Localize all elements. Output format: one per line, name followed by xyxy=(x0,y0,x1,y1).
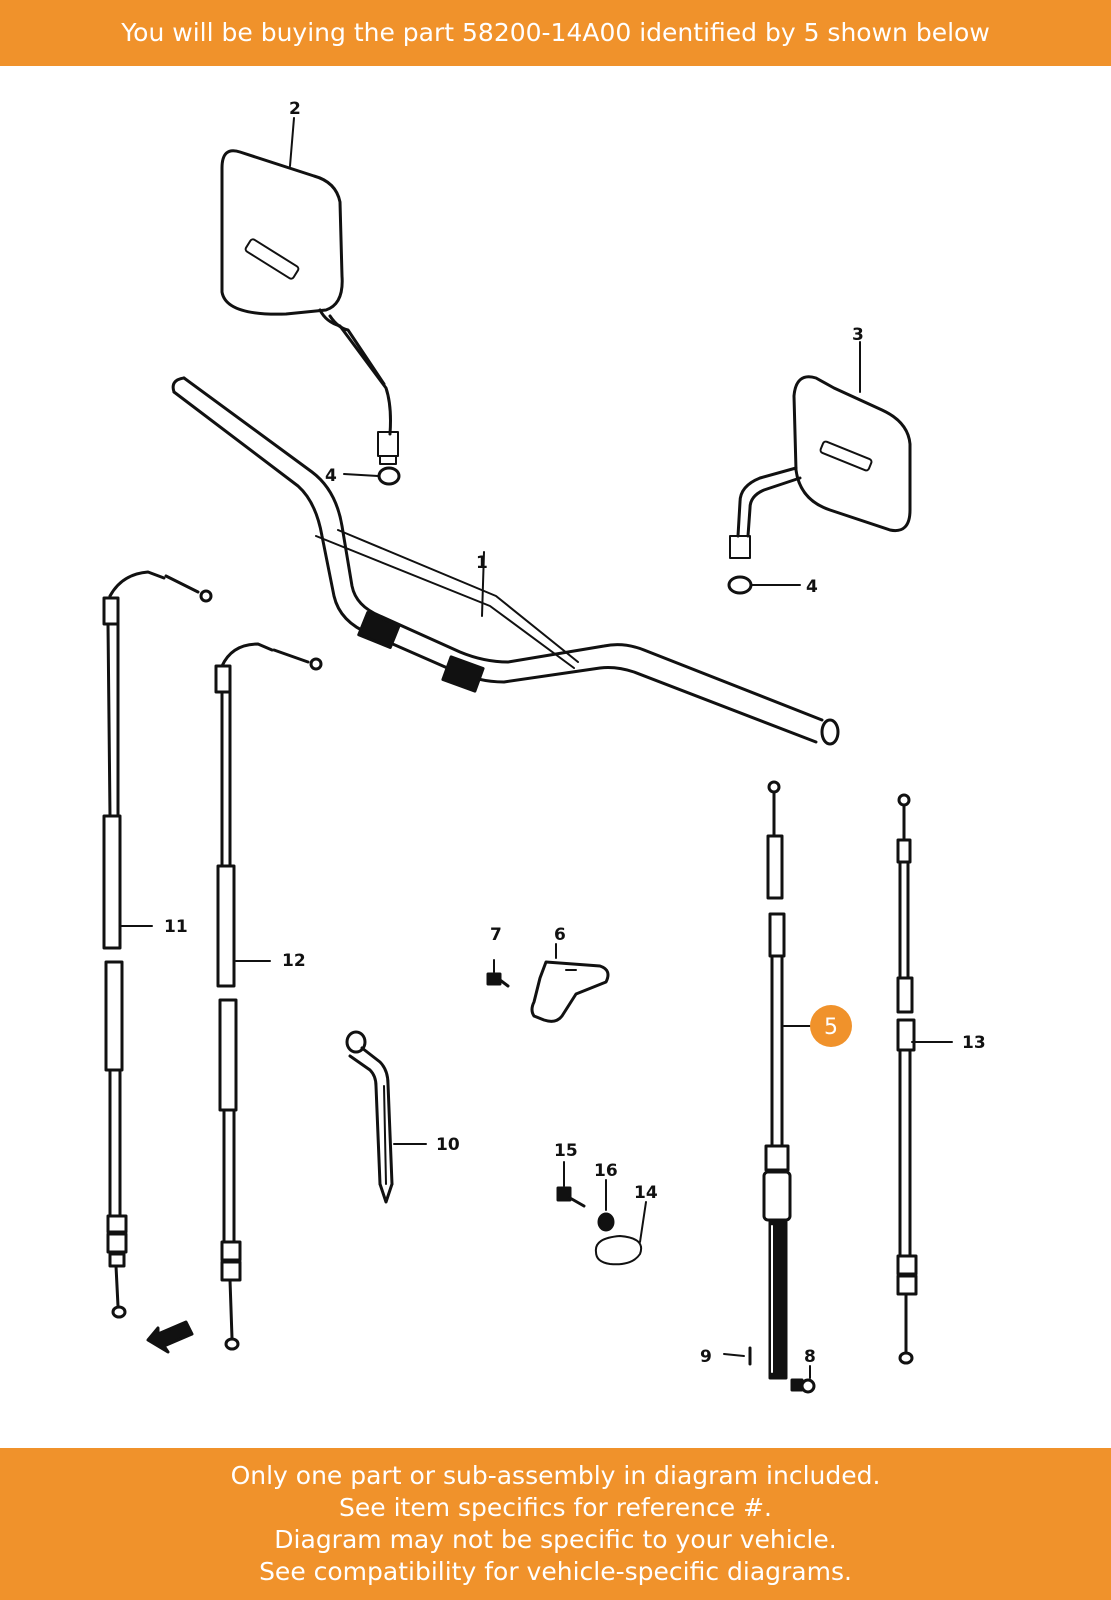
highlight-number: 5 xyxy=(824,1015,838,1040)
label-part-16: 16 xyxy=(594,1161,618,1181)
part-16 xyxy=(597,1179,615,1232)
label-part-9: 9 xyxy=(700,1347,712,1367)
handlebar xyxy=(171,376,840,746)
part-14 xyxy=(594,1201,647,1266)
parts-diagram: 1 2 3 4 4 6 7 8 9 10 11 12 13 14 15 16 5 xyxy=(102,99,986,1394)
label-part-11: 11 xyxy=(164,917,188,937)
label-part-7: 7 xyxy=(490,925,502,945)
highlight-badge xyxy=(810,1005,852,1047)
cable-11 xyxy=(102,570,213,1319)
header-banner: You will be buying the part 58200-14A00 … xyxy=(0,0,1111,66)
footer-line-2: See item specifics for reference #. xyxy=(339,1493,772,1522)
highlight-callout-5: 5 xyxy=(810,1005,852,1047)
label-part-3: 3 xyxy=(852,325,864,345)
washer-left xyxy=(343,466,401,486)
label-part-14: 14 xyxy=(634,1183,658,1203)
mirror-right xyxy=(729,375,912,559)
label-part-13: 13 xyxy=(962,1033,986,1053)
label-part-8: 8 xyxy=(804,1347,816,1367)
washer-right xyxy=(727,575,801,595)
header-text: You will be buying the part 58200-14A00 … xyxy=(121,18,990,47)
part-9 xyxy=(723,1346,752,1366)
mirror-left xyxy=(220,149,399,465)
cable-12 xyxy=(214,642,323,1351)
label-part-10: 10 xyxy=(436,1135,460,1155)
label-part-6: 6 xyxy=(554,925,566,945)
bolt-7 xyxy=(486,959,510,988)
footer-banner: Only one part or sub-assembly in diagram… xyxy=(0,1448,1111,1600)
cable-13 xyxy=(896,793,953,1365)
footer-line-1: Only one part or sub-assembly in diagram… xyxy=(230,1461,881,1490)
bracket-6 xyxy=(530,943,610,1023)
footer-line-3: Diagram may not be specific to your vehi… xyxy=(274,1525,837,1554)
label-part-2: 2 xyxy=(289,99,301,119)
label-part-12: 12 xyxy=(282,951,306,971)
label-part-15: 15 xyxy=(554,1141,578,1161)
part-8 xyxy=(790,1365,816,1394)
label-part-1: 1 xyxy=(476,553,488,573)
direction-arrow xyxy=(146,1320,194,1354)
leader-2 xyxy=(289,117,295,167)
label-part-4-left: 4 xyxy=(325,466,337,486)
footer-line-4: See compatibility for vehicle-specific d… xyxy=(259,1557,852,1586)
tube-10 xyxy=(345,1030,427,1204)
cable-5 xyxy=(762,780,819,1380)
part-15 xyxy=(556,1161,586,1208)
label-part-4-right: 4 xyxy=(806,577,818,597)
